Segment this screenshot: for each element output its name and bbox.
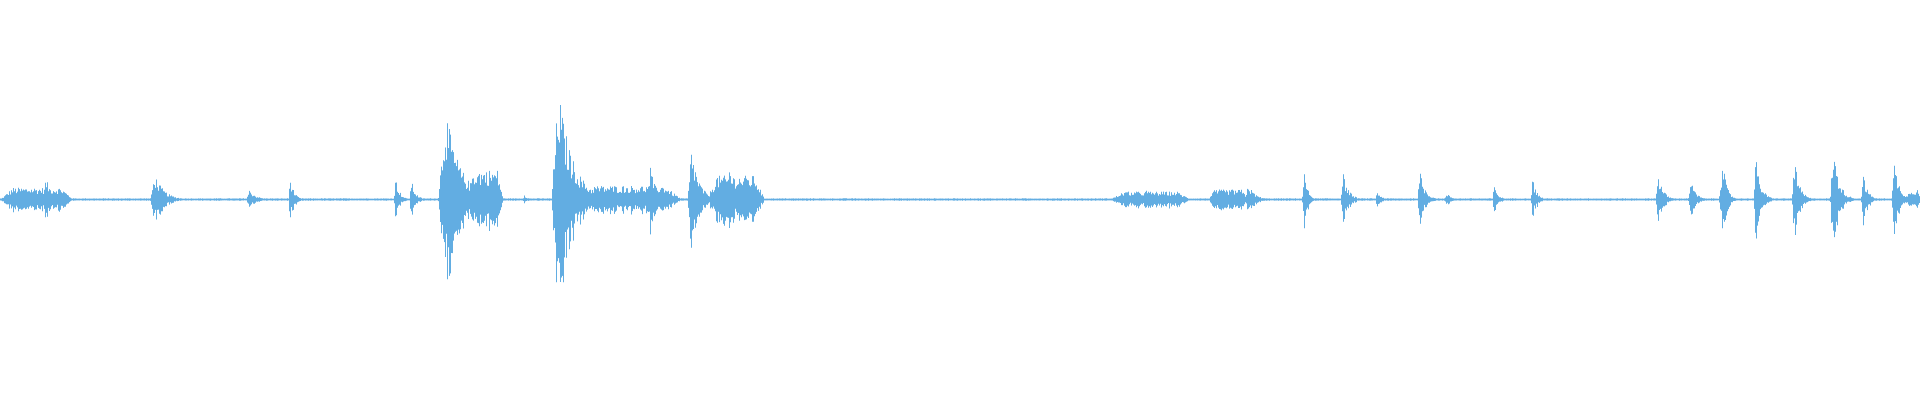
- waveform-trace: [0, 105, 1920, 283]
